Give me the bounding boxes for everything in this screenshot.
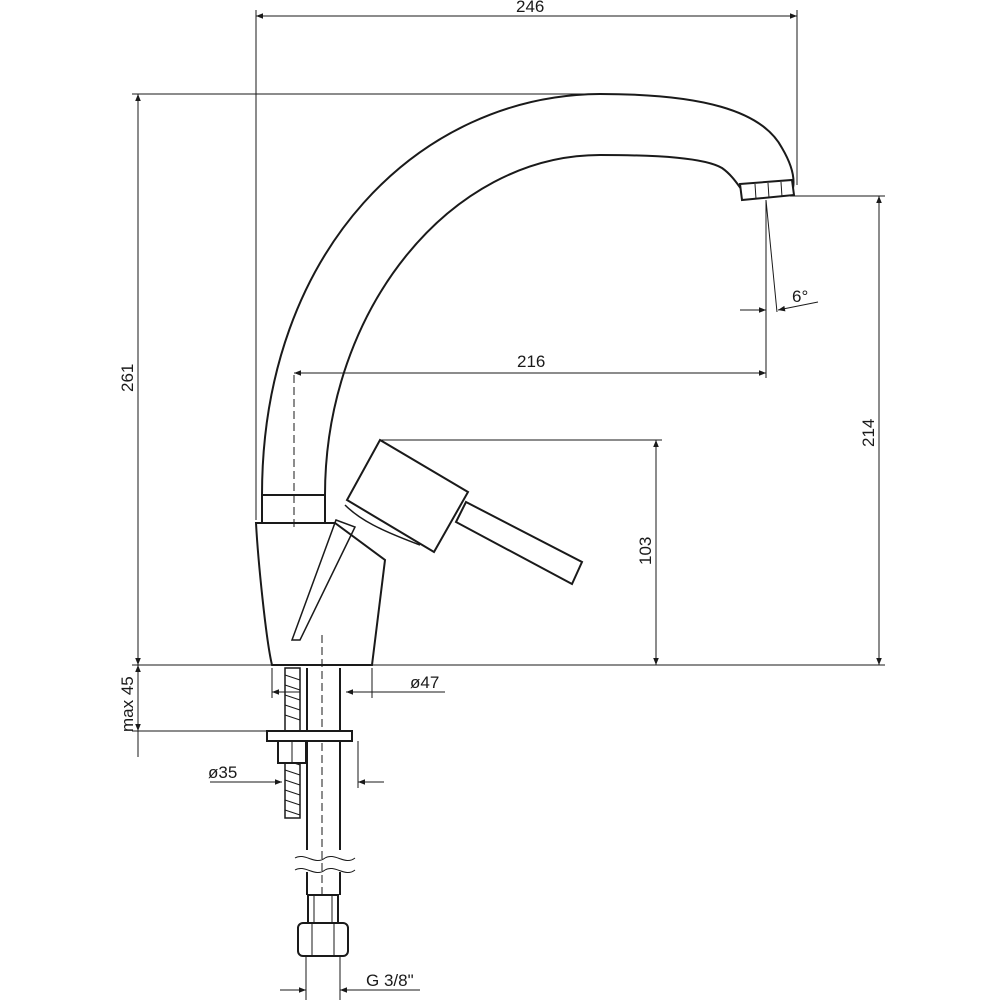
lever-handle	[454, 500, 584, 586]
body-face	[290, 519, 357, 641]
dim-base-diameter: ø47	[271, 668, 445, 698]
dim-thread-label: G 3/8"	[366, 971, 414, 990]
dim-max-thickness: max 45	[118, 665, 272, 757]
dim-total-height: 261	[118, 93, 600, 665]
hose-ferrule	[307, 894, 339, 924]
spout-outer-edge	[261, 92, 795, 496]
dim-thread: G 3/8"	[280, 971, 420, 993]
dim-spout-reach: 216	[294, 200, 767, 378]
dim-hole-diameter-label: ø35	[208, 763, 237, 782]
dim-outlet-height-label: 214	[859, 419, 878, 447]
aerator-nut	[738, 178, 796, 202]
hose-nut	[297, 922, 349, 957]
dim-max-thickness-label: max 45	[118, 676, 137, 732]
dim-angle: 6°	[740, 199, 819, 313]
dim-total-width-label: 246	[516, 0, 544, 16]
dim-total-height-label: 261	[118, 364, 137, 392]
dim-lever-height-label: 103	[636, 537, 655, 565]
dim-outlet-height: 214	[790, 195, 885, 665]
dim-angle-label: 6°	[792, 287, 808, 306]
faucet-outline	[254, 92, 796, 666]
dim-hole-diameter: ø35	[208, 741, 384, 788]
break-line	[294, 856, 356, 862]
dim-base-diameter-label: ø47	[410, 673, 439, 692]
dim-total-width: 246	[255, 0, 798, 520]
spout-inner-edge	[324, 153, 743, 496]
mounting-hardware	[132, 664, 885, 1000]
lever-cap	[345, 438, 470, 554]
dim-spout-reach-label: 216	[517, 352, 545, 371]
faucet-body	[254, 522, 387, 666]
dim-lever-height: 103	[380, 439, 662, 665]
mounting-plate	[266, 730, 353, 742]
